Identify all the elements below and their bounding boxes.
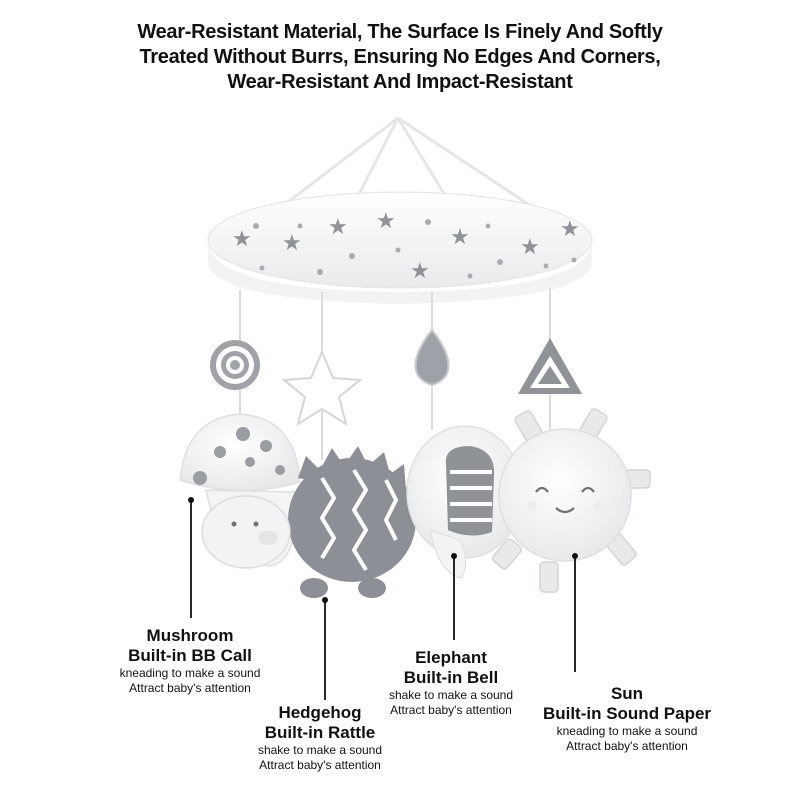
svg-text:★: ★: [560, 217, 580, 242]
elephant-name: Elephant: [415, 648, 487, 667]
triangle-toy: [518, 338, 582, 394]
mushroom-action: kneading to make a sound: [119, 666, 261, 680]
sun-action: kneading to make a sound: [556, 724, 698, 738]
svg-text:★: ★: [376, 209, 396, 234]
elephant-benefit: Attract baby's attention: [390, 703, 512, 717]
svg-text:★: ★: [328, 215, 348, 240]
ring-rattle-toy: [210, 340, 260, 390]
hedgehog-action: shake to make a sound: [257, 743, 383, 757]
elephant-action: shake to make a sound: [388, 688, 514, 702]
headline-line-2: Treated Without Burrs, Ensuring No Edges…: [139, 46, 661, 68]
elephant-feature: Built-in Bell: [403, 668, 499, 687]
pendant-strings: [239, 288, 551, 460]
svg-text:★: ★: [410, 259, 430, 284]
star-fabric-ring: ★ ★ ★ ★ ★ ★ ★ ★: [207, 191, 593, 304]
callout-lines: [190, 500, 576, 700]
headline-line-1: Wear-Resistant Material, The Surface Is …: [137, 21, 663, 43]
svg-text:★: ★: [282, 231, 302, 256]
sun-feature: Built-in Sound Paper: [542, 704, 712, 723]
headline-line-3: Wear-Resistant And Impact-Resistant: [227, 71, 573, 93]
mushroom-callout: Mushroom Built-in BB Call kneading to ma…: [95, 626, 285, 696]
elephant-plush: [406, 425, 524, 579]
mushroom-name: Mushroom: [146, 626, 234, 645]
star-toy: [281, 349, 363, 427]
hedgehog-feature: Built-in Rattle: [264, 723, 376, 742]
elephant-callout: Elephant Built-in Bell shake to make a s…: [356, 648, 546, 718]
hedgehog-plush: [201, 446, 416, 598]
mushroom-benefit: Attract baby's attention: [129, 681, 251, 695]
sun-benefit: Attract baby's attention: [566, 739, 688, 753]
sun-name: Sun: [610, 684, 644, 703]
svg-text:★: ★: [520, 235, 540, 260]
sun-plush: [491, 408, 651, 593]
callout-dots: [188, 497, 578, 603]
svg-text:★: ★: [232, 227, 252, 252]
svg-text:★: ★: [450, 225, 470, 250]
hedgehog-name: Hedgehog: [278, 703, 362, 722]
mushroom-feature: Built-in BB Call: [128, 646, 252, 665]
sun-callout: Sun Built-in Sound Paper kneading to mak…: [522, 684, 732, 754]
hedgehog-benefit: Attract baby's attention: [259, 758, 381, 772]
raindrop-toy: [414, 328, 450, 387]
hedgehog-callout: Hedgehog Built-in Rattle shake to make a…: [225, 703, 415, 773]
headline: Wear-Resistant Material, The Surface Is …: [40, 20, 760, 95]
